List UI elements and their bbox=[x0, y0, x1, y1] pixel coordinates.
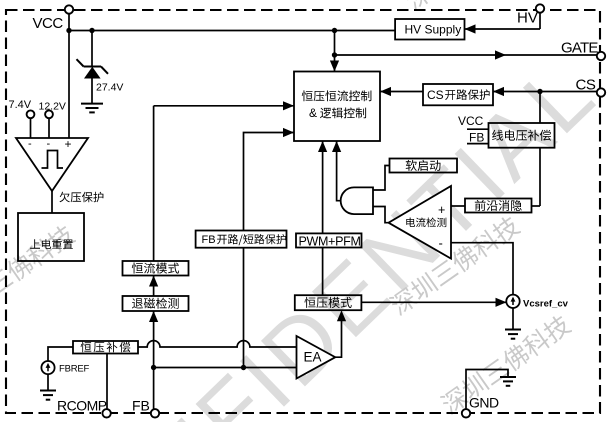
svg-text:CS: CS bbox=[427, 88, 444, 102]
svg-text:-: - bbox=[47, 138, 51, 150]
svg-text:FB: FB bbox=[132, 398, 150, 414]
svg-text:&: & bbox=[309, 106, 317, 120]
svg-text:EA: EA bbox=[304, 350, 322, 365]
svg-text:PWM+PFM: PWM+PFM bbox=[299, 234, 361, 248]
svg-text:HV: HV bbox=[517, 10, 538, 27]
svg-text:Vcsref_cv: Vcsref_cv bbox=[523, 299, 569, 310]
svg-text:-: - bbox=[439, 236, 443, 251]
svg-text:+: + bbox=[438, 203, 445, 217]
svg-text:RCOMP: RCOMP bbox=[57, 398, 107, 414]
svg-text:+: + bbox=[65, 137, 72, 151]
svg-text:FB: FB bbox=[202, 234, 216, 246]
svg-text:GATE: GATE bbox=[561, 40, 598, 57]
svg-text:12.2V: 12.2V bbox=[39, 101, 66, 113]
svg-text:VCC: VCC bbox=[33, 15, 64, 32]
svg-text:-: - bbox=[28, 138, 32, 150]
svg-text:27.4V: 27.4V bbox=[96, 82, 123, 94]
svg-text:FBREF: FBREF bbox=[59, 364, 90, 375]
svg-text:GND: GND bbox=[469, 395, 499, 411]
svg-text:HV Supply: HV Supply bbox=[405, 23, 462, 37]
svg-text:VCC: VCC bbox=[458, 114, 484, 128]
svg-text:CS: CS bbox=[576, 77, 596, 94]
svg-text:FB: FB bbox=[469, 131, 484, 145]
svg-text:7.4V: 7.4V bbox=[9, 99, 32, 111]
